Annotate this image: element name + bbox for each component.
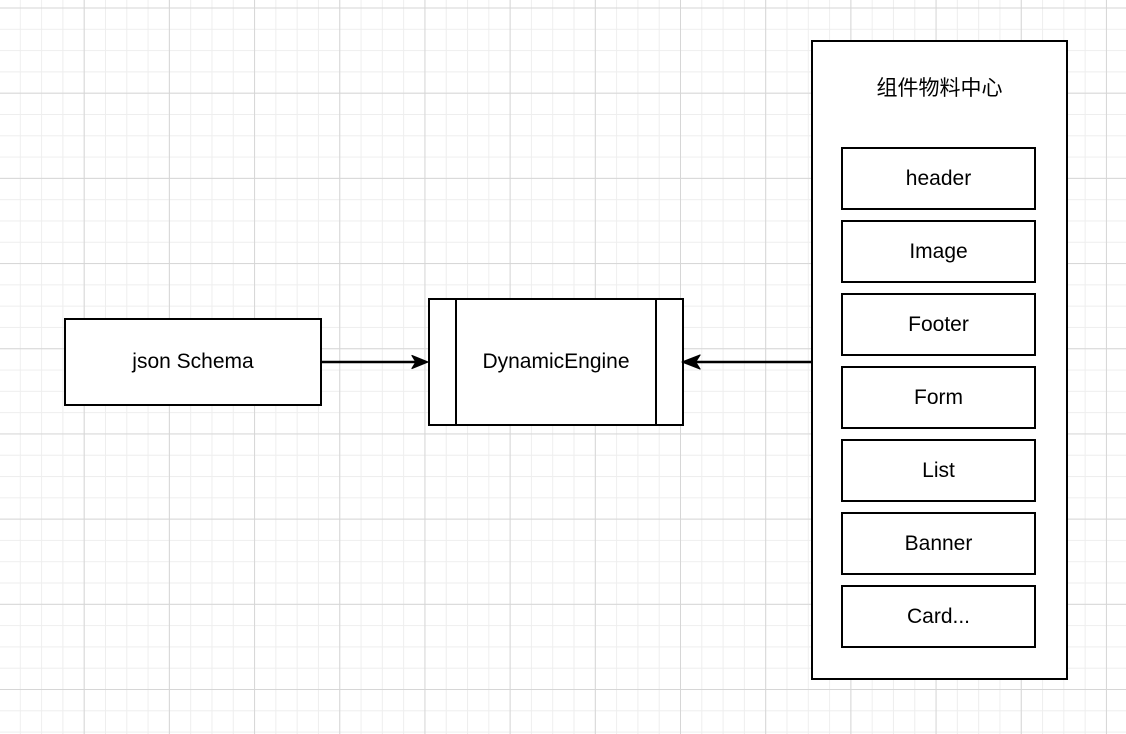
list-item[interactable]: Card...: [841, 585, 1036, 648]
list-item-label: List: [922, 458, 955, 482]
list-item[interactable]: Footer: [841, 293, 1036, 356]
process-divider-right: [655, 297, 657, 427]
node-dynamic-engine-label: DynamicEngine: [482, 350, 630, 374]
list-item-label: Card...: [906, 604, 971, 628]
panel-item-list: header Image Footer Form List Banner Car…: [841, 147, 1036, 648]
node-json-schema-label: json Schema: [132, 350, 254, 374]
node-material-center-panel[interactable]: 组件物料中心 header Image Footer Form List Ban…: [811, 40, 1068, 680]
list-item[interactable]: header: [841, 147, 1036, 210]
edge-panel-to-engine[interactable]: [680, 336, 815, 388]
panel-title: 组件物料中心: [876, 77, 1003, 100]
list-item-label: header: [905, 166, 972, 190]
list-item-label: Image: [909, 239, 968, 263]
process-divider-left: [455, 297, 457, 427]
list-item[interactable]: Banner: [841, 512, 1036, 575]
node-json-schema[interactable]: json Schema: [64, 318, 322, 406]
list-item-label: Form: [914, 385, 963, 409]
list-item-label: Footer: [908, 312, 969, 336]
list-item[interactable]: Image: [841, 220, 1036, 283]
list-item[interactable]: Form: [841, 366, 1036, 429]
list-item-label: Banner: [904, 531, 973, 555]
list-item[interactable]: List: [841, 439, 1036, 502]
node-dynamic-engine[interactable]: DynamicEngine: [428, 297, 684, 427]
edge-schema-to-engine[interactable]: [320, 336, 432, 388]
